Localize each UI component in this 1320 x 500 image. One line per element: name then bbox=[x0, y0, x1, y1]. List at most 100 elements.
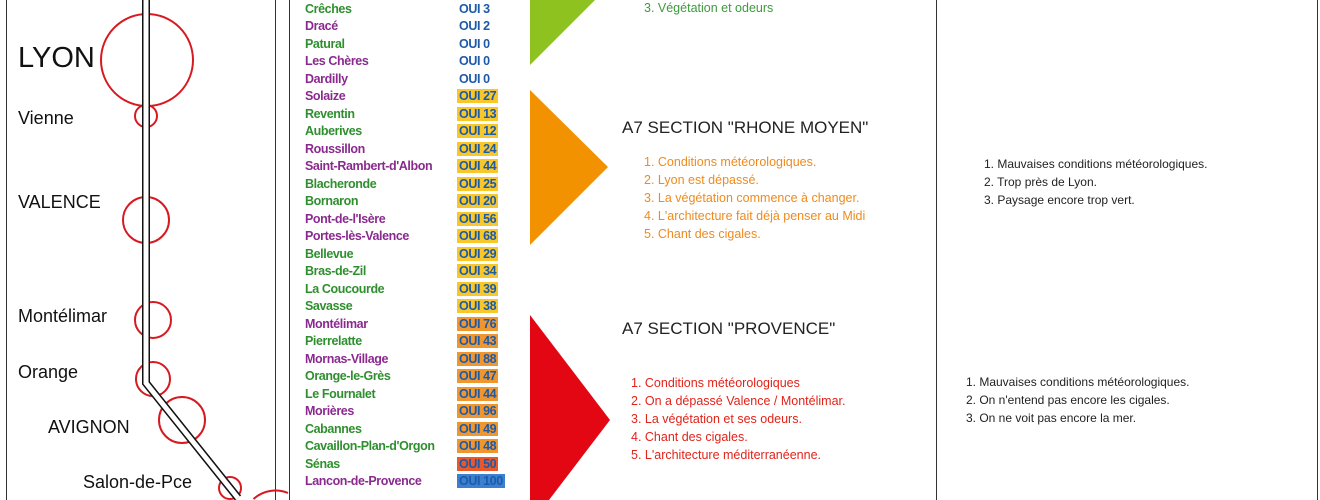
list-item: 4. L'architecture fait déjà penser au Mi… bbox=[644, 209, 866, 223]
town-row: Mornas-Village OUI 88 bbox=[305, 350, 525, 368]
section-arrows bbox=[530, 0, 610, 500]
montelimar-circle bbox=[134, 301, 172, 339]
town-value: OUI 56 bbox=[457, 211, 499, 226]
town-row: Solaize OUI 27 bbox=[305, 88, 525, 106]
town-value: OUI 20 bbox=[457, 194, 499, 209]
avignon-circle bbox=[158, 396, 206, 444]
town-value: OUI 44 bbox=[457, 386, 499, 401]
town-value: OUI 49 bbox=[457, 421, 499, 436]
town-value: OUI 50 bbox=[457, 456, 499, 471]
town-name: Mornas-Village bbox=[305, 351, 389, 366]
list-item: 1. Mauvaises conditions météorologiques. bbox=[984, 157, 1208, 171]
town-name: Orange-le-Grès bbox=[305, 369, 391, 384]
list-item: 1. Conditions météorologiques. bbox=[644, 155, 817, 169]
provence-title: A7 SECTION "PROVENCE" bbox=[622, 319, 836, 338]
list-item: 5. L'architecture méditerranéenne. bbox=[631, 448, 821, 462]
town-name: Dracé bbox=[305, 19, 338, 34]
town-value: OUI 34 bbox=[457, 264, 499, 279]
town-name: Montélimar bbox=[305, 316, 368, 331]
town-name: Solaize bbox=[305, 89, 346, 104]
provence-items: 1. Conditions météorologiques 2. On a dé… bbox=[631, 374, 845, 464]
town-name: Blacheronde bbox=[305, 176, 377, 191]
map-frame-right bbox=[275, 0, 276, 500]
town-value: OUI 0 bbox=[459, 54, 490, 69]
town-name: Auberives bbox=[305, 124, 362, 139]
town-value: OUI 29 bbox=[457, 246, 499, 261]
town-value: OUI 68 bbox=[457, 229, 499, 244]
rhone-moyen-title: A7 SECTION "RHONE MOYEN" bbox=[622, 118, 869, 137]
list-item: 2. On a dépassé Valence / Montélimar. bbox=[631, 394, 846, 408]
town-row: Sénas OUI 50 bbox=[305, 455, 525, 473]
town-value: OUI 100 bbox=[457, 474, 505, 489]
town-name: Lancon-de-Provence bbox=[305, 474, 422, 489]
town-value: OUI 43 bbox=[457, 334, 499, 349]
town-name: Cabannes bbox=[305, 421, 362, 436]
town-value: OUI 44 bbox=[457, 159, 499, 174]
town-value: OUI 48 bbox=[457, 439, 499, 454]
town-row: Dracé OUI 2 bbox=[305, 18, 525, 36]
list-item: 3. On ne voit pas encore la mer. bbox=[966, 411, 1137, 425]
town-name: Pierrelatte bbox=[305, 334, 362, 349]
town-value: OUI 96 bbox=[457, 404, 499, 419]
town-name: Les Chères bbox=[305, 54, 369, 69]
town-row: Reventin OUI 13 bbox=[305, 105, 525, 123]
list-item: 2. Lyon est dépassé. bbox=[644, 173, 759, 187]
city-salon: Salon-de-Pce bbox=[83, 472, 193, 492]
town-name: Patural bbox=[305, 36, 345, 51]
town-row: Saint-Rambert-d'Albon OUI 44 bbox=[305, 158, 525, 176]
salon-circle bbox=[218, 476, 242, 500]
town-row: Morières OUI 96 bbox=[305, 403, 525, 421]
town-value: OUI 27 bbox=[457, 89, 499, 104]
list-item: 4. Chant des cigales. bbox=[631, 430, 748, 444]
town-name: Cavaillon-Plan-d'Orgon bbox=[305, 439, 435, 454]
town-value: OUI 88 bbox=[457, 351, 499, 366]
top-item: 3. Végétation et odeurs bbox=[644, 1, 774, 15]
town-name: Morières bbox=[305, 404, 354, 419]
rhone-moyen-items: 1. Conditions météorologiques. 2. Lyon e… bbox=[644, 153, 865, 243]
list-item: 1. Conditions météorologiques bbox=[631, 376, 800, 390]
town-value: OUI 12 bbox=[457, 124, 499, 139]
negatives-frame-left bbox=[936, 0, 937, 500]
town-row: Auberives OUI 12 bbox=[305, 123, 525, 141]
town-value: OUI 13 bbox=[457, 106, 499, 121]
green-arrow bbox=[530, 0, 595, 65]
orange-arrow bbox=[530, 90, 608, 245]
town-row: Orange-le-Grès OUI 47 bbox=[305, 368, 525, 386]
town-row: Montélimar OUI 76 bbox=[305, 315, 525, 333]
town-name: Bras-de-Zil bbox=[305, 264, 366, 279]
town-name: Sénas bbox=[305, 456, 340, 471]
town-row: Bras-de-Zil OUI 34 bbox=[305, 263, 525, 281]
list-item: 5. Chant des cigales. bbox=[644, 227, 761, 241]
marseille-circle bbox=[252, 489, 289, 500]
city-orange: Orange bbox=[18, 362, 79, 382]
a7-route-map bbox=[100, 0, 289, 500]
town-value: OUI 76 bbox=[457, 316, 499, 331]
town-name: Le Fournalet bbox=[305, 386, 376, 401]
town-name: Portes-lès-Valence bbox=[305, 229, 409, 244]
list-item: 3. La végétation et ses odeurs. bbox=[631, 412, 802, 426]
town-row: Portes-lès-Valence OUI 68 bbox=[305, 228, 525, 246]
town-value: OUI 2 bbox=[459, 19, 490, 34]
town-name: Saint-Rambert-d'Albon bbox=[305, 159, 433, 174]
town-name: Roussillon bbox=[305, 141, 365, 156]
town-value: OUI 0 bbox=[459, 36, 490, 51]
town-value: OUI 47 bbox=[457, 369, 499, 384]
town-value: OUI 38 bbox=[457, 299, 499, 314]
list-frame-left bbox=[289, 0, 290, 500]
provence-negatives: 1. Mauvaises conditions météorologiques.… bbox=[966, 373, 1189, 427]
list-item: 2. Trop près de Lyon. bbox=[984, 175, 1097, 189]
town-row: Cavaillon-Plan-d'Orgon OUI 48 bbox=[305, 438, 525, 456]
city-vienne: Vienne bbox=[18, 108, 74, 128]
list-item: 3. Paysage encore trop vert. bbox=[984, 193, 1135, 207]
top-section-items: 3. Végétation et odeurs bbox=[644, 0, 773, 17]
town-value: OUI 25 bbox=[457, 176, 499, 191]
town-name: Reventin bbox=[305, 106, 355, 121]
red-arrow bbox=[530, 315, 610, 500]
town-name: Bornaron bbox=[305, 194, 359, 209]
city-montelimar: Montélimar bbox=[18, 306, 108, 326]
